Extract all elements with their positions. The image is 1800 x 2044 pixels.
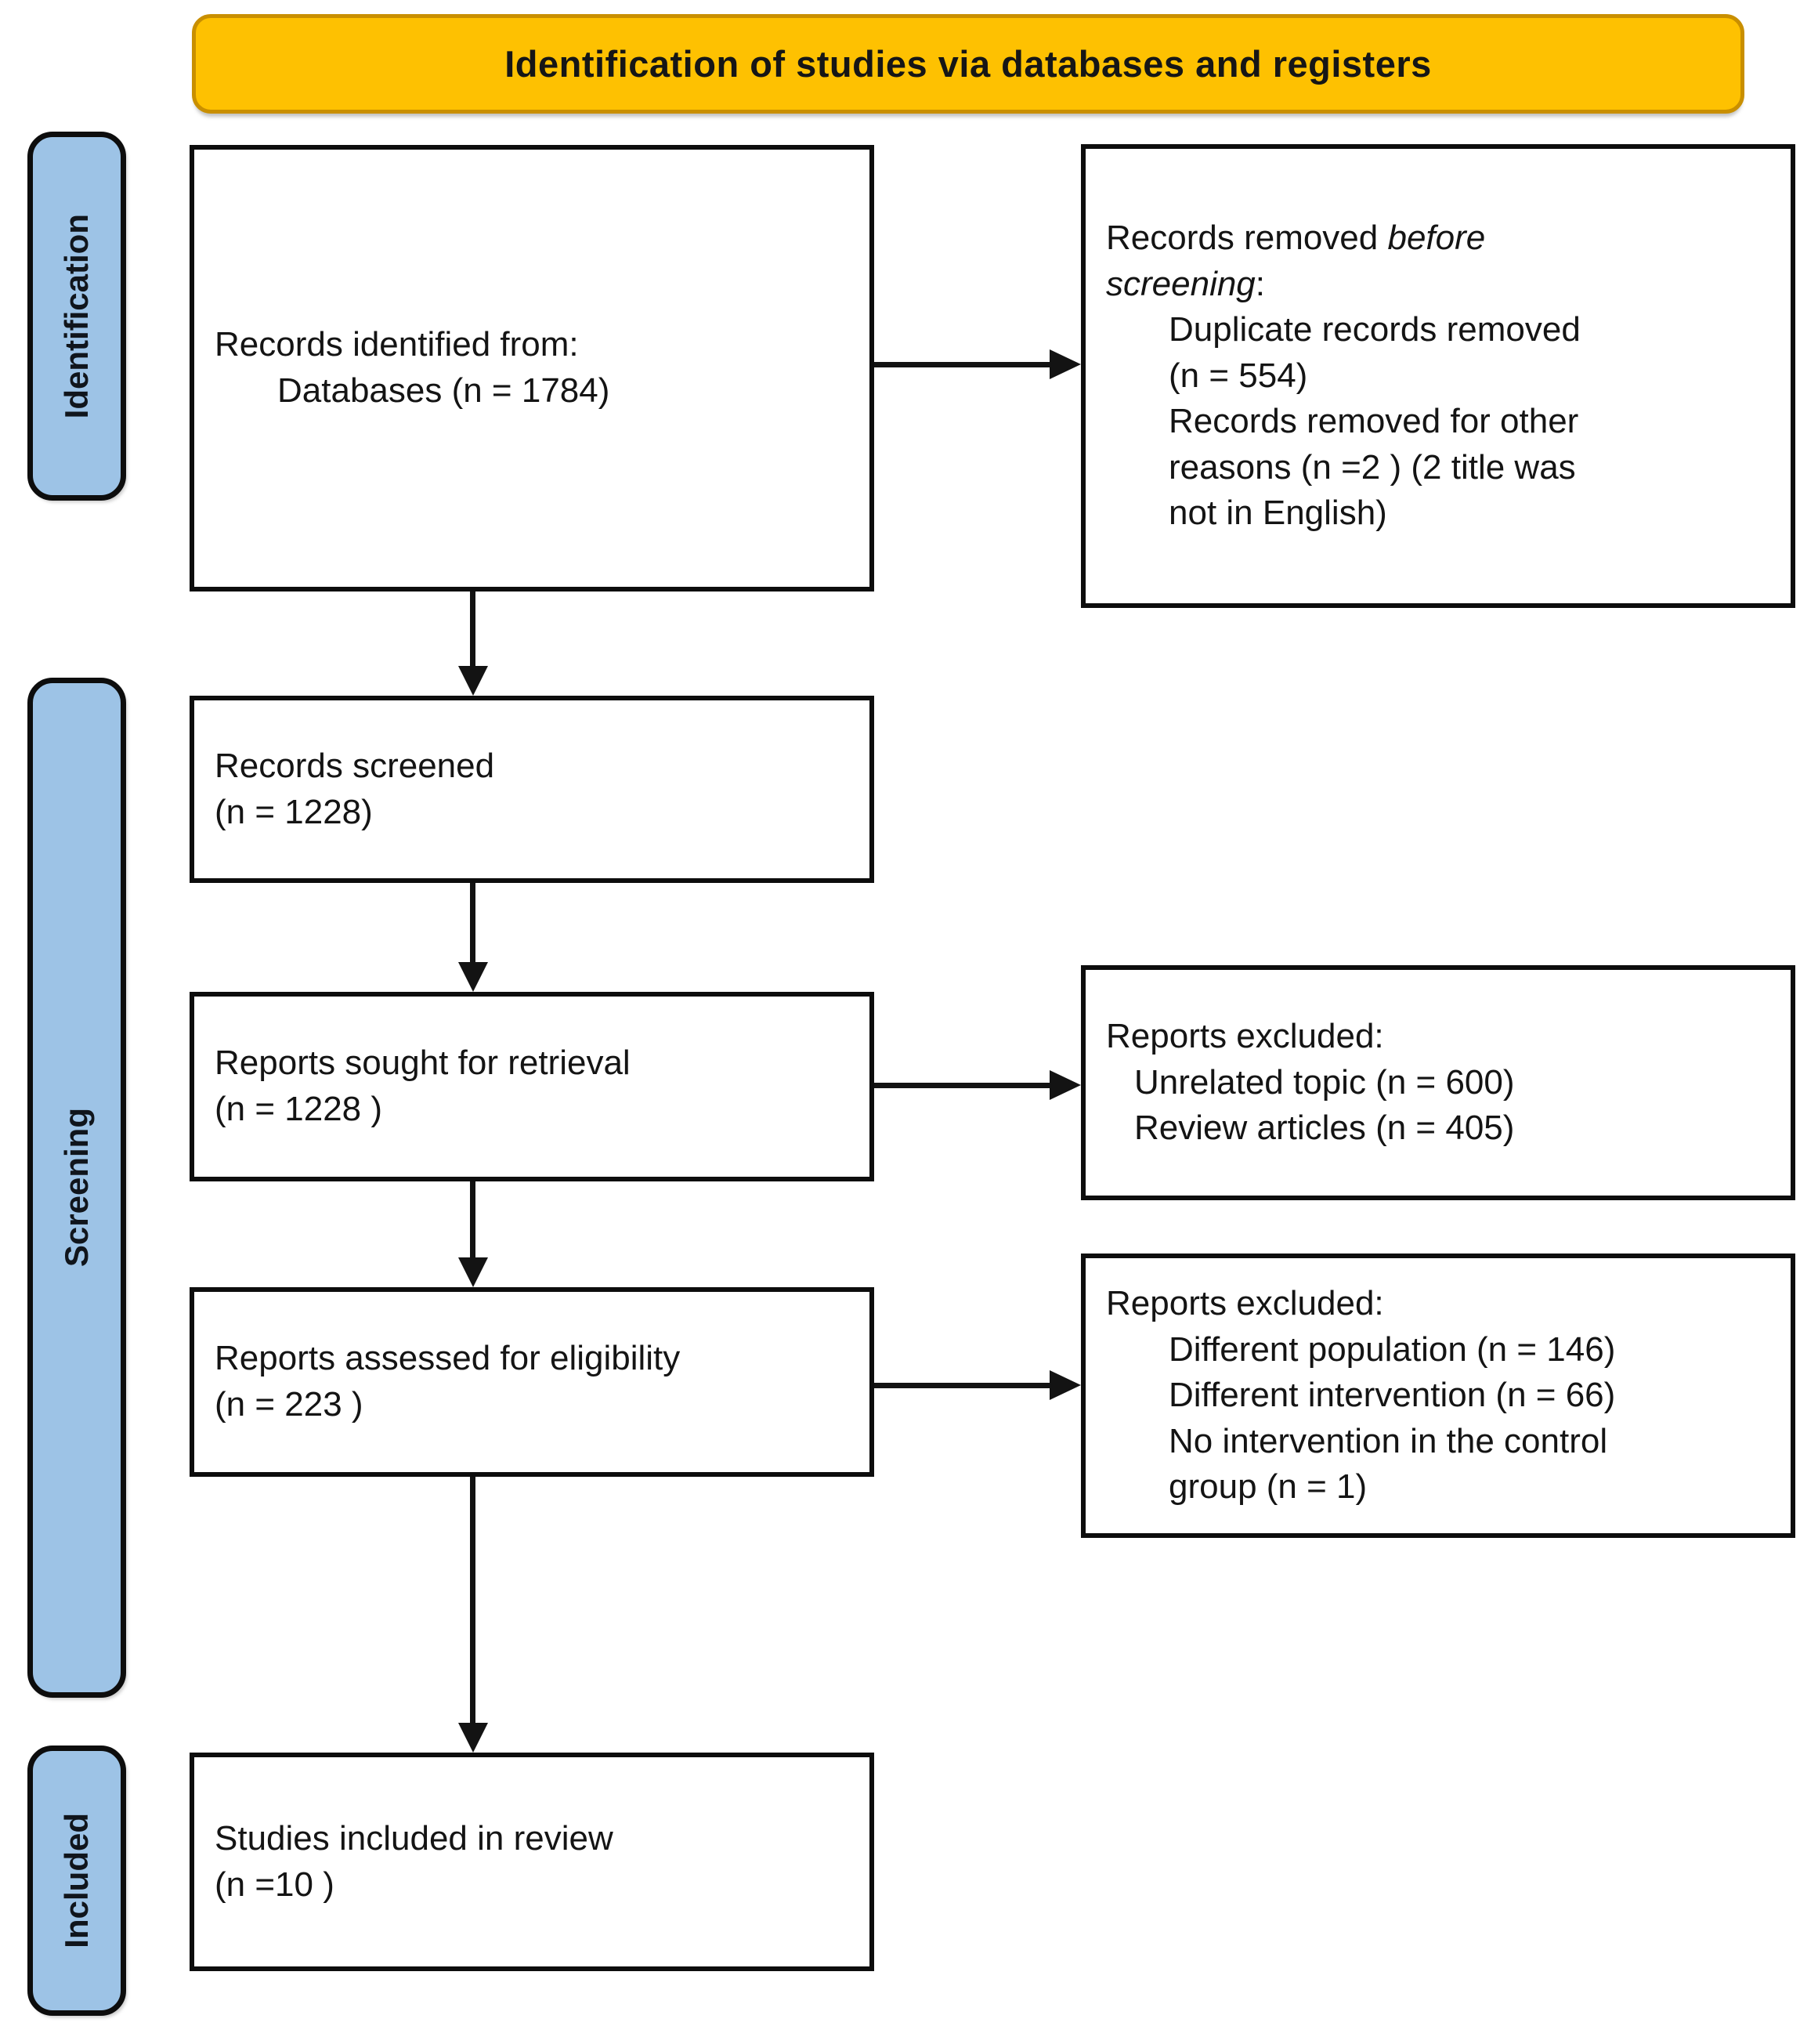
reports-sought-line1: Reports sought for retrieval bbox=[215, 1044, 631, 1083]
arrow-line-sought-to-excluded bbox=[874, 1083, 1051, 1088]
arrowhead-identified-to-removed bbox=[1050, 349, 1081, 379]
arrowhead-identified-to-screened bbox=[458, 666, 488, 696]
records-removed-heading: Records removed before screening: bbox=[1106, 215, 1777, 307]
box-reports-sought: Reports sought for retrieval (n = 1228 ) bbox=[190, 992, 874, 1181]
records-removed-item1: Duplicate records removed (n = 554) bbox=[1106, 307, 1777, 399]
arrowhead-sought-to-assessed bbox=[458, 1257, 488, 1287]
reports-excluded2-item3: No intervention in the control group (n =… bbox=[1106, 1419, 1777, 1510]
reports-assessed-line1: Reports assessed for eligibility bbox=[215, 1339, 681, 1378]
arrow-line-assessed-to-included bbox=[470, 1477, 475, 1724]
stage-label-included: Included bbox=[58, 1813, 95, 1948]
arrow-line-identified-to-screened bbox=[470, 591, 475, 667]
no-intervention-line1: No intervention in the control bbox=[1169, 1421, 1608, 1460]
studies-included-line2: (n =10 ) bbox=[215, 1865, 334, 1904]
reports-excluded1-item2: Review articles (n = 405) bbox=[1134, 1109, 1515, 1148]
stage-bar-included: Included bbox=[27, 1746, 126, 2016]
other-reasons-line3: not in English) bbox=[1169, 494, 1387, 533]
duplicates-removed-line1: Duplicate records removed bbox=[1169, 310, 1581, 349]
box-records-screened: Records screened (n = 1228) bbox=[190, 696, 874, 883]
box-studies-included: Studies included in review (n =10 ) bbox=[190, 1753, 874, 1971]
arrowhead-screened-to-sought bbox=[458, 962, 488, 992]
records-screened-line2: (n = 1228) bbox=[215, 792, 373, 831]
box-records-identified: Records identified from: Databases (n = … bbox=[190, 145, 874, 591]
arrowhead-assessed-to-included bbox=[458, 1723, 488, 1753]
header-banner: Identification of studies via databases … bbox=[192, 14, 1744, 114]
reports-excluded2-item2: Different intervention (n = 66) bbox=[1169, 1376, 1616, 1415]
records-removed-heading-suffix: : bbox=[1255, 264, 1266, 303]
reports-assessed-line2: (n = 223 ) bbox=[215, 1385, 363, 1424]
box-reports-excluded-retrieval: Reports excluded: Unrelated topic (n = 6… bbox=[1081, 965, 1795, 1200]
reports-excluded1-title: Reports excluded: bbox=[1106, 1017, 1384, 1056]
stage-label-identification: Identification bbox=[58, 213, 95, 419]
box-reports-excluded-eligibility: Reports excluded: Different population (… bbox=[1081, 1254, 1795, 1538]
records-removed-heading-italic2: screening bbox=[1106, 264, 1256, 303]
arrow-line-sought-to-assessed bbox=[470, 1181, 475, 1259]
stage-label-screening: Screening bbox=[58, 1108, 95, 1268]
box-records-removed: Records removed before screening: Duplica… bbox=[1081, 144, 1795, 608]
records-screened-line1: Records screened bbox=[215, 746, 495, 785]
records-identified-line2: Databases (n = 1784) bbox=[277, 371, 610, 410]
arrow-line-assessed-to-excluded bbox=[874, 1383, 1051, 1388]
stage-bar-screening: Screening bbox=[27, 678, 126, 1698]
arrowhead-assessed-to-excluded bbox=[1050, 1370, 1081, 1400]
reports-sought-line2: (n = 1228 ) bbox=[215, 1090, 383, 1128]
stage-bar-identification: Identification bbox=[27, 132, 126, 501]
box-reports-assessed: Reports assessed for eligibility (n = 22… bbox=[190, 1287, 874, 1477]
studies-included-line1: Studies included in review bbox=[215, 1818, 613, 1858]
arrow-line-screened-to-sought bbox=[470, 883, 475, 964]
records-removed-heading-normal: Records removed bbox=[1106, 219, 1388, 258]
records-removed-heading-italic1: before bbox=[1387, 219, 1486, 258]
reports-excluded1-item1: Unrelated topic (n = 600) bbox=[1134, 1062, 1515, 1102]
other-reasons-line2: reasons (n =2 ) (2 title was bbox=[1169, 447, 1576, 487]
reports-excluded2-title: Reports excluded: bbox=[1106, 1284, 1384, 1323]
other-reasons-line1: Records removed for other bbox=[1169, 402, 1579, 441]
records-identified-line1: Records identified from: bbox=[215, 325, 579, 364]
header-title: Identification of studies via databases … bbox=[504, 43, 1432, 85]
reports-excluded2-item1: Different population (n = 146) bbox=[1169, 1330, 1616, 1369]
duplicates-removed-line2: (n = 554) bbox=[1169, 356, 1308, 395]
no-intervention-line2: group (n = 1) bbox=[1169, 1467, 1368, 1507]
arrowhead-sought-to-excluded bbox=[1050, 1070, 1081, 1100]
records-removed-item2: Records removed for other reasons (n =2 )… bbox=[1106, 399, 1777, 537]
arrow-line-identified-to-removed bbox=[874, 362, 1051, 367]
